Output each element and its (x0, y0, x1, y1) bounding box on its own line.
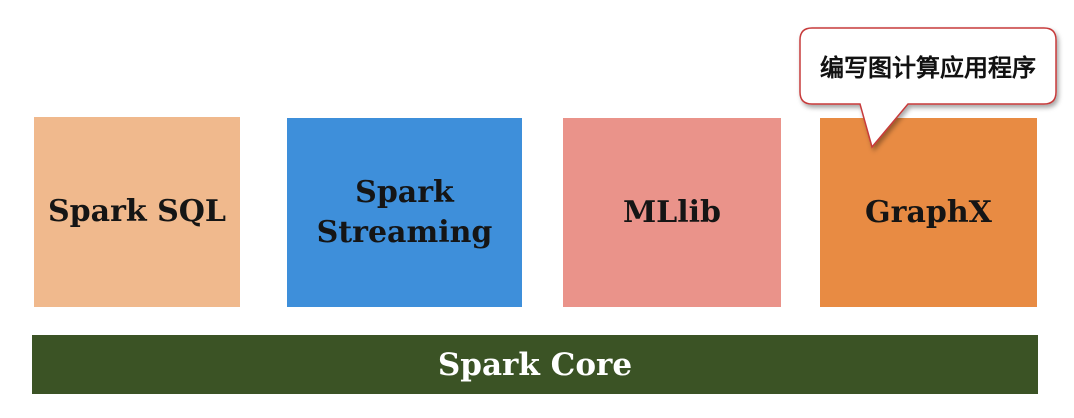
mllib-block: MLlib (563, 118, 781, 307)
callout-bubble (799, 27, 1057, 149)
spark-streaming-block: Spark Streaming (287, 118, 522, 307)
spark-sql-label: Spark SQL (47, 194, 226, 229)
graphx-block: GraphX (820, 118, 1037, 307)
mllib-label: MLlib (622, 194, 722, 230)
spark-core-label: Spark Core (437, 346, 633, 383)
spark-core-block: Spark Core (32, 335, 1038, 394)
graphx-callout: 编写图计算应用程序 (790, 20, 1070, 160)
spark-sql-block: Spark SQL (34, 117, 240, 307)
callout-text: 编写图计算应用程序 (820, 54, 1036, 82)
graphx-label: GraphX (865, 194, 992, 230)
spark-streaming-label: Spark Streaming (316, 174, 493, 250)
